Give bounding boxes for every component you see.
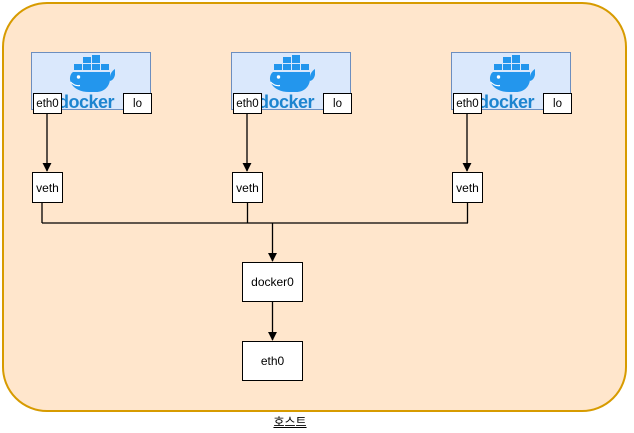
- docker0-bridge-box: docker0: [242, 262, 303, 302]
- container3-lo-box: lo: [543, 93, 572, 114]
- container1-lo-box: lo: [123, 93, 152, 114]
- container2-eth0-box: eth0: [233, 93, 262, 114]
- veth-box-3: veth: [452, 172, 483, 203]
- host-label: 호스트: [273, 415, 307, 429]
- docker-logo-icon: [69, 55, 115, 92]
- container1-eth0-box: eth0: [33, 93, 62, 114]
- veth-box-1: veth: [32, 172, 63, 203]
- host-eth0-box: eth0: [242, 341, 303, 381]
- docker-logo-icon: [269, 55, 315, 92]
- veth-box-2: veth: [232, 172, 263, 203]
- docker-wordmark: docker: [58, 92, 115, 112]
- container3-eth0-box: eth0: [453, 93, 482, 114]
- docker-container-3: docker eth0 lo: [451, 52, 572, 114]
- docker-wordmark: docker: [478, 92, 535, 112]
- docker-wordmark: docker: [258, 92, 315, 112]
- docker-container-2: docker eth0 lo: [231, 52, 352, 114]
- docker-logo-icon: [489, 55, 535, 92]
- docker-container-1: docker eth0 lo: [31, 52, 152, 114]
- container2-lo-box: lo: [323, 93, 352, 114]
